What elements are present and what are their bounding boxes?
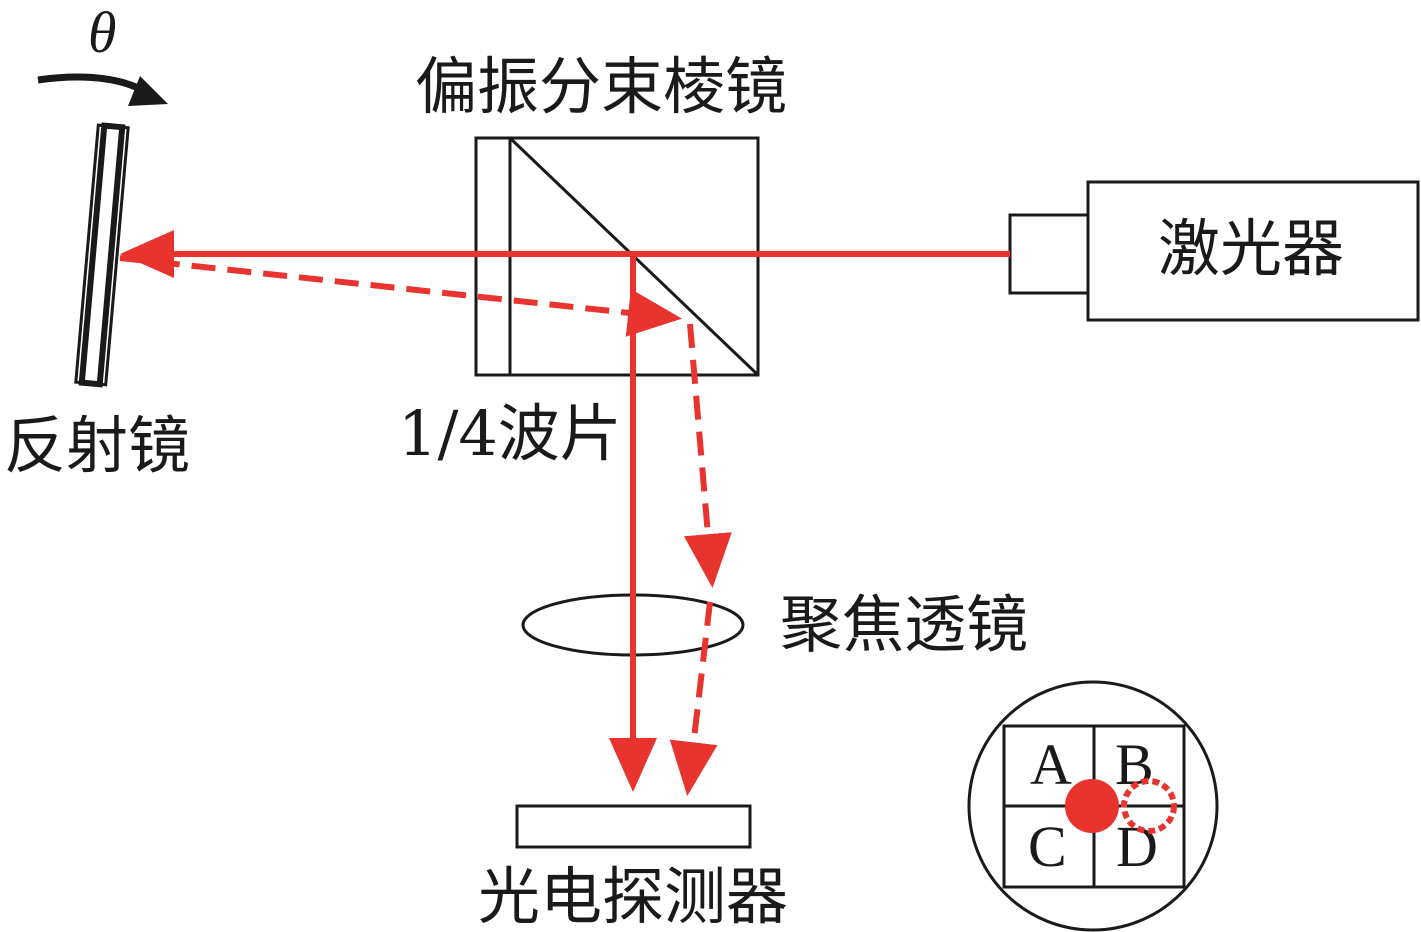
pbs-label: 偏振分束棱镜 <box>415 50 787 123</box>
detector-label: 光电探测器 <box>478 860 788 932</box>
deflected-return-beam <box>119 255 682 337</box>
mirror-label: 反射镜 <box>4 409 190 482</box>
angle-label: θ <box>88 0 117 65</box>
rotation-arrow <box>37 73 152 98</box>
quadrant-a-label: A <box>1030 732 1072 797</box>
rotation-arrowhead <box>128 76 168 106</box>
beam-spot-center <box>1065 779 1119 833</box>
deflected-beam-to-lens <box>684 323 732 588</box>
lens-label: 聚焦透镜 <box>780 588 1028 661</box>
wave-plate-label: 1/4波片 <box>398 397 622 470</box>
deflected-beam-to-detector <box>669 601 718 796</box>
laser-body <box>1086 180 1420 322</box>
photodetector <box>515 804 752 849</box>
laser-nozzle <box>1008 213 1090 295</box>
quadrant-d-label: D <box>1116 814 1158 879</box>
mirror <box>74 122 130 388</box>
laser-label: 激光器 <box>1158 212 1344 285</box>
quadrant-c-label: C <box>1028 814 1067 879</box>
beam-spot-shifted <box>1121 778 1177 834</box>
